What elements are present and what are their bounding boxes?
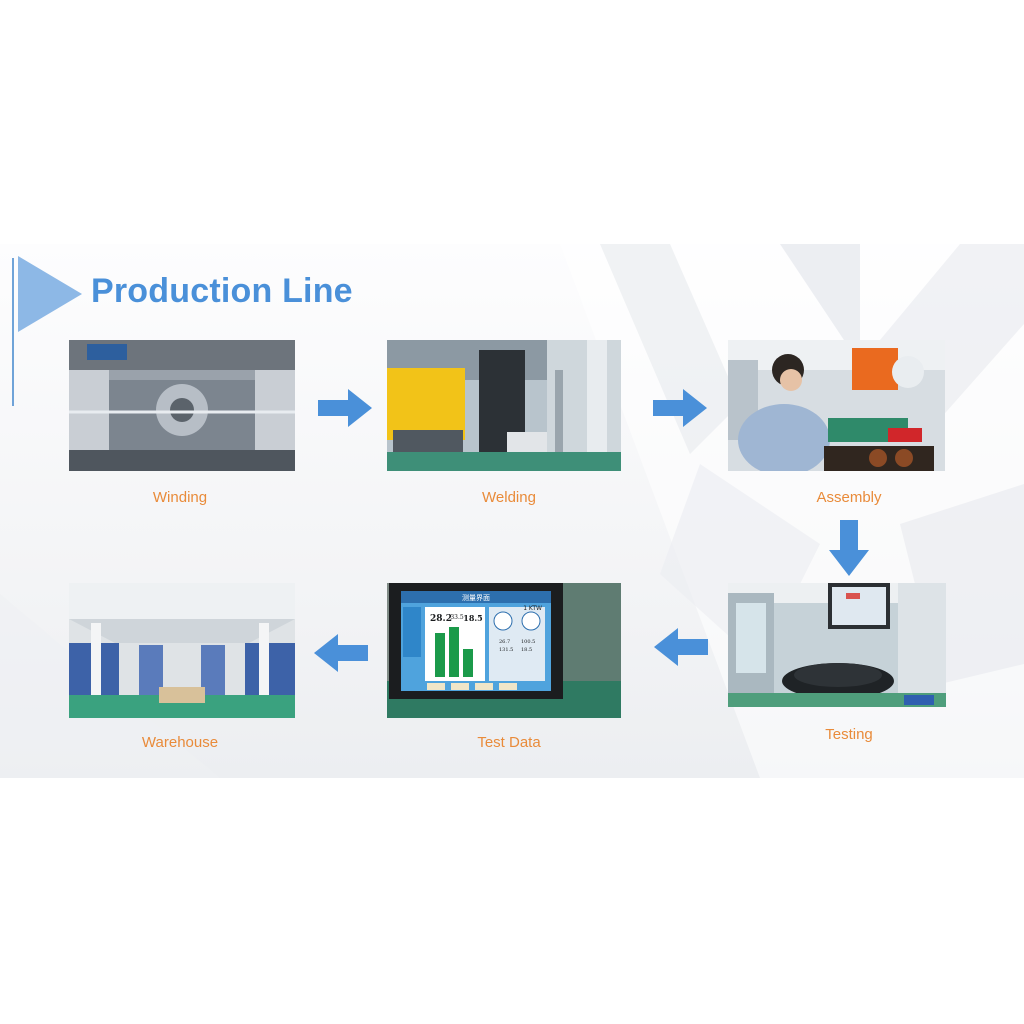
title-accent-line bbox=[12, 258, 14, 406]
page-title: Production Line bbox=[91, 272, 353, 310]
step-label-welding: Welding bbox=[482, 489, 536, 506]
screen-title: 测量界面 bbox=[462, 594, 490, 602]
screen-side-value: 131.5 bbox=[499, 647, 513, 653]
screen-reading: 18.5 bbox=[463, 613, 482, 623]
arrow-down-icon bbox=[829, 520, 869, 576]
testing-photo bbox=[728, 583, 946, 707]
screen-side-value: 18.5 bbox=[521, 647, 532, 653]
screen-side-value: 26.7 bbox=[499, 639, 510, 645]
arrow-left-icon bbox=[314, 634, 368, 672]
arrow-right-icon bbox=[318, 389, 372, 427]
welding-photo bbox=[387, 340, 621, 471]
step-label-test-data: Test Data bbox=[477, 734, 541, 751]
title-triangle-icon bbox=[18, 256, 82, 332]
arrow-left-icon bbox=[654, 628, 708, 666]
arrow-right-icon bbox=[653, 389, 707, 427]
screen-reading: 28.2 bbox=[430, 614, 452, 624]
step-label-winding: Winding bbox=[152, 489, 208, 506]
warehouse-photo bbox=[69, 583, 295, 718]
step-label-warehouse: Warehouse bbox=[141, 734, 219, 751]
screen-reading: 33.5 bbox=[450, 614, 464, 621]
test-data-photo: 测量界面 1 KTW 28.2 33.5 18.5 26.7 131.5 100… bbox=[387, 583, 621, 718]
step-label-assembly: Assembly bbox=[816, 489, 882, 506]
screen-side-value: 100.5 bbox=[521, 639, 535, 645]
winding-photo bbox=[69, 340, 295, 471]
screen-corner-text: 1 KTW bbox=[523, 605, 542, 612]
assembly-photo bbox=[728, 340, 945, 471]
step-label-testing: Testing bbox=[825, 726, 873, 743]
